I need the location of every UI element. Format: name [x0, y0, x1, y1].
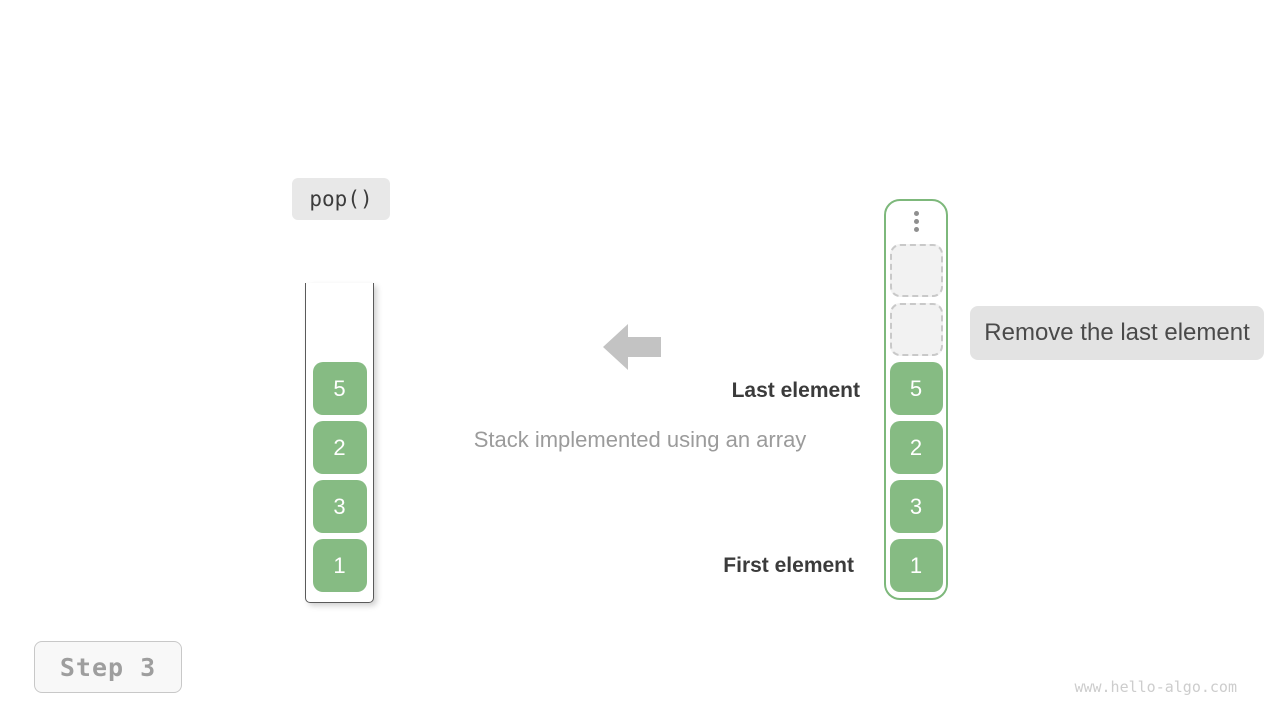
- pop-operation-chip: pop(): [292, 178, 390, 220]
- stack-cell: 5: [312, 362, 367, 415]
- stack-cell: 1: [889, 539, 943, 592]
- stack-cell: 5: [889, 362, 943, 415]
- first-element-label: First element: [723, 554, 854, 577]
- empty-slot: [889, 303, 943, 356]
- site-watermark: www.hello-algo.com: [1074, 678, 1237, 696]
- left-arrow-icon: [603, 324, 661, 370]
- dot: [913, 211, 919, 216]
- stack-cell: 2: [312, 421, 367, 474]
- empty-slot: [889, 244, 943, 297]
- step-indicator: Step 3: [34, 641, 182, 693]
- stack-cell: 3: [889, 480, 943, 533]
- diagram-caption: Stack implemented using an array: [473, 427, 807, 452]
- array-cells: 5 2 3 1: [889, 244, 943, 592]
- ellipsis-icon: [913, 211, 919, 232]
- array-container-right: 5 2 3 1: [884, 199, 948, 600]
- last-element-label: Last element: [731, 379, 860, 402]
- dot: [913, 219, 919, 224]
- dot: [913, 227, 919, 232]
- remove-annotation-bubble: Remove the last element: [970, 306, 1264, 360]
- stack-container-left: 5 2 3 1: [305, 283, 374, 603]
- stack-cell: 1: [312, 539, 367, 592]
- stack-cell: 3: [312, 480, 367, 533]
- stack-cell: 2: [889, 421, 943, 474]
